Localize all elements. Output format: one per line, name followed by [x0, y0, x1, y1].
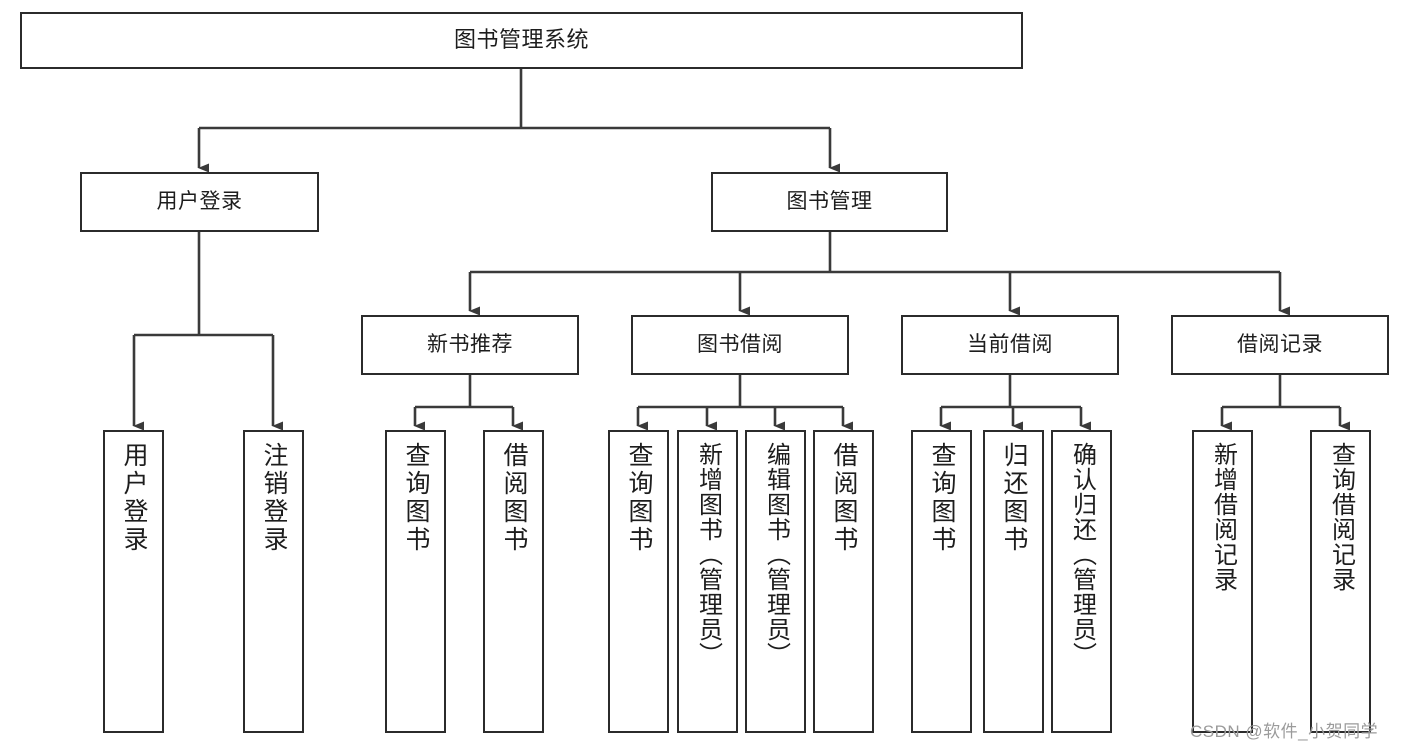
node-new-book-recommend[interactable]: 新书推荐: [361, 315, 579, 375]
node-leaf-borrow-book-1[interactable]: 借阅图书: [483, 430, 544, 733]
node-leaf-return-book[interactable]: 归还图书: [983, 430, 1044, 733]
node-user-login-label: 用户登录: [156, 190, 243, 214]
node-leaf-confirm-return[interactable]: 确认归还（管理员）: [1051, 430, 1112, 733]
node-book-borrow-label: 图书借阅: [697, 333, 783, 357]
node-leaf-query-book-1-label: 查询图书: [402, 442, 430, 554]
node-leaf-edit-book-admin[interactable]: 编辑图书（管理员）: [745, 430, 806, 733]
node-leaf-query-book-2-label: 查询图书: [625, 442, 653, 554]
node-leaf-add-record-label: 新增借阅记录: [1209, 442, 1237, 592]
node-leaf-add-record[interactable]: 新增借阅记录: [1192, 430, 1253, 733]
node-user-login[interactable]: 用户登录: [80, 172, 319, 232]
node-borrow-record[interactable]: 借阅记录: [1171, 315, 1389, 375]
watermark-text: CSDN @软件_小贺同学: [1190, 722, 1379, 741]
node-leaf-query-book-1[interactable]: 查询图书: [385, 430, 446, 733]
node-leaf-add-book-admin[interactable]: 新增图书（管理员）: [677, 430, 738, 733]
node-leaf-borrow-book-2-label: 借阅图书: [830, 442, 858, 554]
node-leaf-query-record-label: 查询借阅记录: [1327, 442, 1355, 592]
node-leaf-confirm-return-label: 确认归还（管理员）: [1068, 442, 1096, 667]
node-current-borrow-label: 当前借阅: [967, 333, 1053, 357]
node-leaf-query-record[interactable]: 查询借阅记录: [1310, 430, 1371, 733]
node-new-book-recommend-label: 新书推荐: [427, 333, 513, 357]
node-leaf-borrow-book-2[interactable]: 借阅图书: [813, 430, 874, 733]
node-leaf-user-login[interactable]: 用户登录: [103, 430, 164, 733]
node-leaf-return-book-label: 归还图书: [1000, 442, 1028, 554]
node-root-system[interactable]: 图书管理系统: [20, 12, 1023, 69]
node-leaf-edit-book-admin-label: 编辑图书（管理员）: [762, 442, 790, 667]
node-leaf-user-logout-label: 注销登录: [260, 442, 288, 554]
node-leaf-user-logout[interactable]: 注销登录: [243, 430, 304, 733]
node-leaf-query-book-2[interactable]: 查询图书: [608, 430, 669, 733]
node-leaf-user-login-label: 用户登录: [120, 442, 148, 554]
node-borrow-record-label: 借阅记录: [1237, 333, 1323, 357]
node-leaf-query-book-3[interactable]: 查询图书: [911, 430, 972, 733]
node-book-manage[interactable]: 图书管理: [711, 172, 948, 232]
node-current-borrow[interactable]: 当前借阅: [901, 315, 1119, 375]
node-book-borrow[interactable]: 图书借阅: [631, 315, 849, 375]
node-root-label: 图书管理系统: [453, 27, 589, 53]
node-leaf-borrow-book-1-label: 借阅图书: [500, 442, 528, 554]
node-book-manage-label: 图书管理: [786, 190, 873, 214]
node-leaf-add-book-admin-label: 新增图书（管理员）: [694, 442, 722, 667]
node-leaf-query-book-3-label: 查询图书: [928, 442, 956, 554]
